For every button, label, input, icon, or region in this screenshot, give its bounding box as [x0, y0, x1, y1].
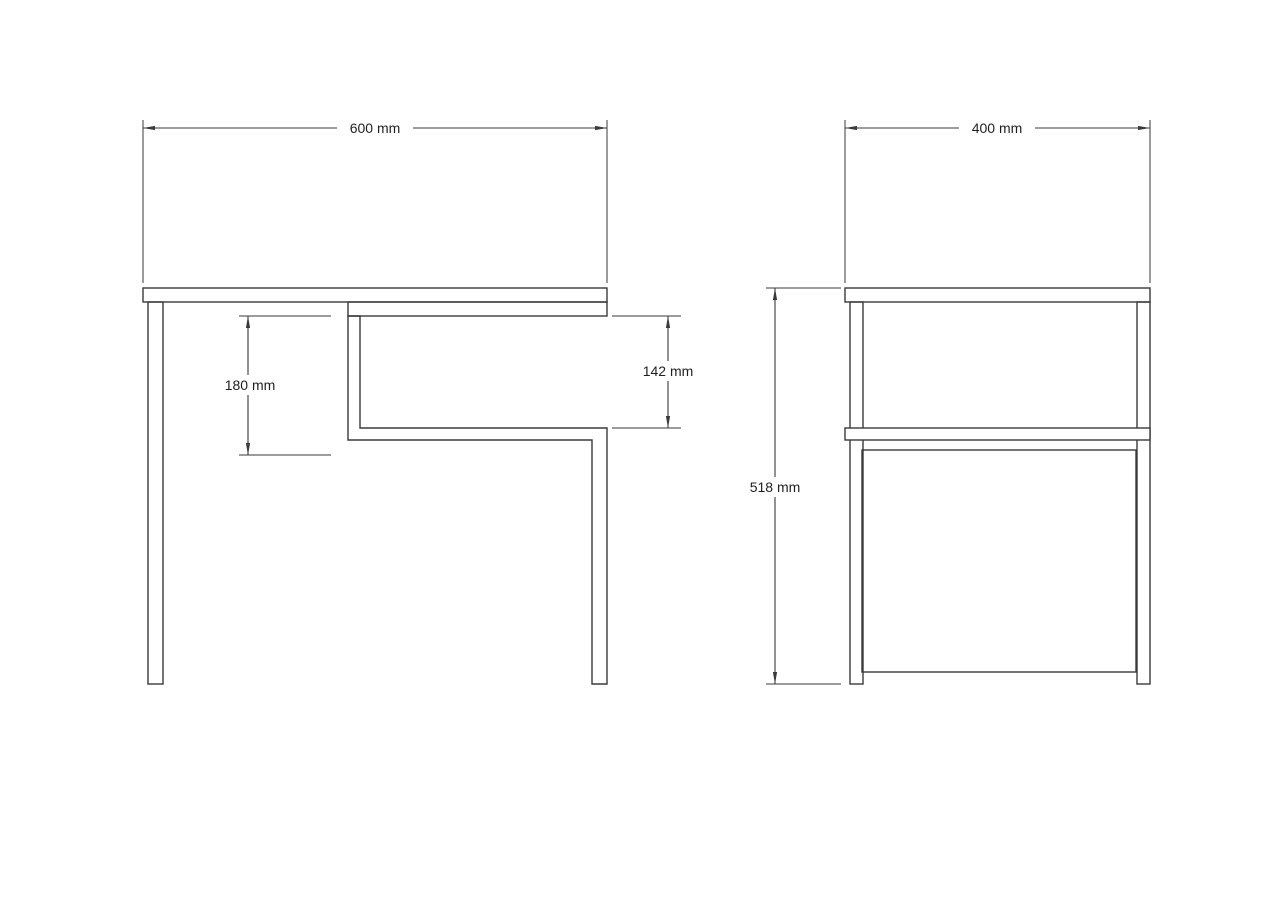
side-lower-panel	[861, 449, 1137, 673]
front-drop-dimension: 180 mm	[212, 315, 331, 456]
label-mask	[737, 477, 813, 497]
side-height-label: 518 mm	[750, 479, 801, 495]
front-opening-label: 142 mm	[643, 363, 694, 379]
label-mask	[337, 118, 413, 138]
front-width-dimension: 600 mm	[142, 118, 608, 283]
label-mask	[630, 361, 706, 381]
front-shelf-and-right-leg	[347, 315, 608, 685]
front-width-label: 600 mm	[350, 120, 401, 136]
label-mask	[959, 118, 1035, 138]
side-view	[844, 287, 1151, 685]
front-opening-dimension: 142 mm	[612, 315, 706, 429]
front-drop-label: 180 mm	[225, 377, 276, 393]
side-tabletop	[844, 287, 1151, 303]
front-tabletop	[142, 287, 608, 303]
side-depth-label: 400 mm	[972, 120, 1023, 136]
side-back-leg	[1136, 301, 1151, 685]
side-shelf	[844, 427, 1151, 441]
front-apron	[347, 301, 608, 317]
front-view	[142, 287, 608, 685]
side-depth-dimension: 400 mm	[844, 118, 1151, 283]
label-mask	[212, 375, 288, 395]
side-height-dimension: 518 mm	[737, 287, 841, 685]
front-left-leg	[147, 301, 164, 685]
side-front-leg	[849, 301, 864, 685]
